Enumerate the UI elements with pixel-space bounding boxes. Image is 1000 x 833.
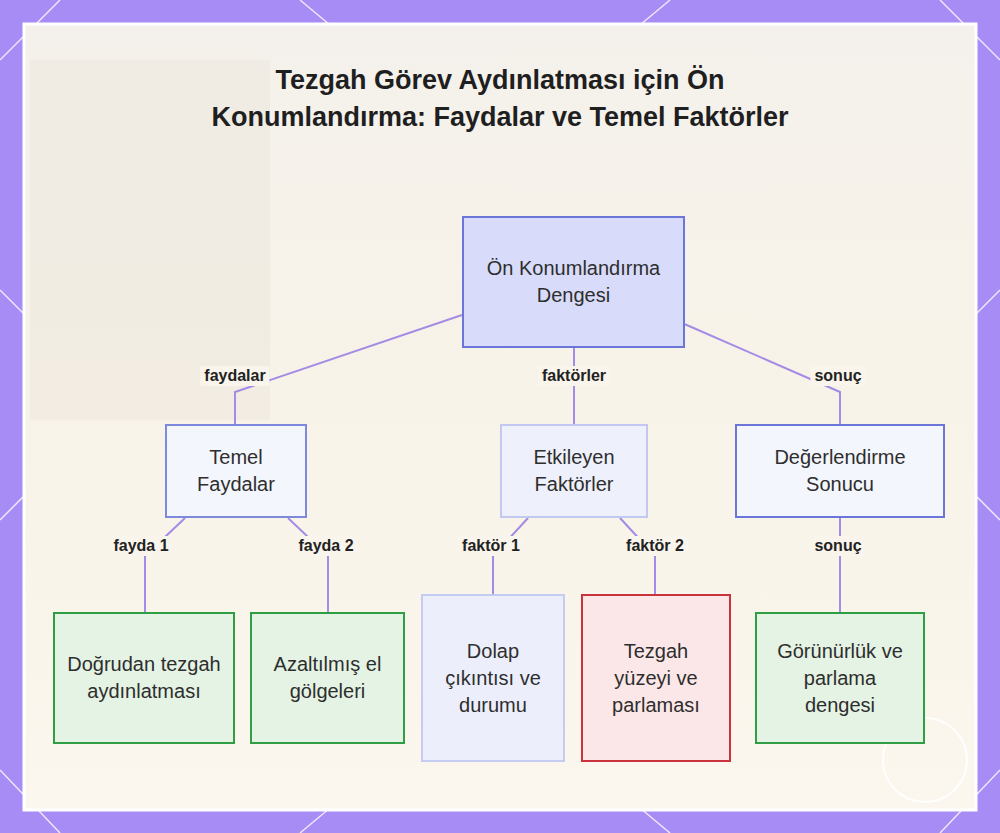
edge-label: fayda 2 [294, 536, 357, 556]
node-label: Etkileyen Faktörler [514, 444, 634, 498]
node-label: Tezgah yüzeyi ve parlaması [595, 638, 717, 719]
factor-box: Tezgah yüzeyi ve parlaması [581, 594, 731, 762]
node-label: Ön Konumlandırma Dengesi [476, 255, 671, 309]
edge-label: sonuç [810, 536, 865, 556]
connector-line [288, 518, 328, 612]
edge-label: faktörler [538, 366, 610, 386]
diagram-title: Tezgah Görev Aydınlatması için Ön Konuml… [210, 62, 790, 135]
node-label: Dolap çıkıntısı ve durumu [435, 638, 551, 719]
edge-label: sonuç [810, 366, 865, 386]
edge-label: faktör 1 [458, 536, 524, 556]
edge-label: faydalar [200, 366, 269, 386]
connector-line [573, 348, 575, 424]
root-box: Ön Konumlandırma Dengesi [462, 216, 685, 348]
factor-box: Dolap çıkıntısı ve durumu [421, 594, 565, 762]
benefit-box: Azaltılmış el gölgeleri [250, 612, 405, 744]
benefit-box: Doğrudan tezgah aydınlatması [53, 612, 235, 744]
edge-label: fayda 1 [109, 536, 172, 556]
node-label: Değerlendirme Sonucu [749, 444, 931, 498]
connector-line [493, 518, 528, 594]
node-label: Temel Faydalar [179, 444, 293, 498]
category-box: Etkileyen Faktörler [500, 424, 648, 518]
category-box: Temel Faydalar [165, 424, 307, 518]
node-label: Azaltılmış el gölgeleri [264, 651, 391, 705]
edge-label: faktör 2 [622, 536, 688, 556]
node-label: Doğrudan tezgah aydınlatması [67, 651, 221, 705]
connector-line [620, 518, 655, 594]
result-box: Görünürlük ve parlama dengesi [755, 612, 925, 744]
connector-line [145, 518, 185, 612]
connector-line [839, 518, 841, 612]
category-box: Değerlendirme Sonucu [735, 424, 945, 518]
node-label: Görünürlük ve parlama dengesi [769, 638, 911, 719]
